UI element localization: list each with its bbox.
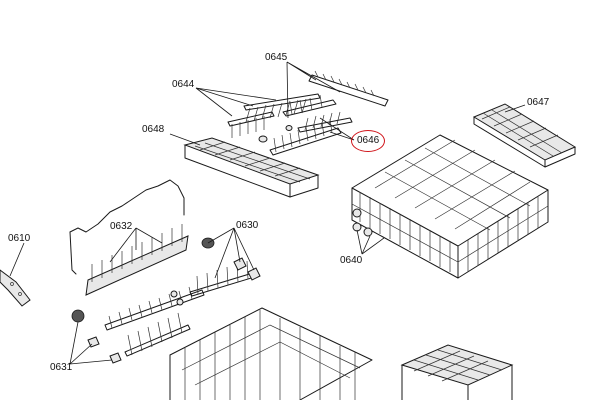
- part-0648-drawing[interactable]: [183, 137, 320, 198]
- callout-0647[interactable]: 0647: [527, 97, 550, 108]
- callout-0632[interactable]: 0632: [110, 221, 133, 232]
- selected-part-highlight: [351, 130, 385, 152]
- callout-0630[interactable]: 0630: [236, 220, 259, 231]
- part-0640-drawing[interactable]: [351, 134, 549, 279]
- part-0631-drawing[interactable]: [71, 309, 122, 364]
- part-0610-drawing[interactable]: [0, 269, 31, 307]
- part-0644-drawing[interactable]: [227, 93, 337, 143]
- lower-basket-drawing: [169, 307, 373, 400]
- part-0645-drawing[interactable]: [308, 70, 389, 107]
- cutlery-basket-drawing: [400, 344, 514, 400]
- callout-0610[interactable]: 0610: [8, 233, 31, 244]
- part-0647-drawing[interactable]: [472, 103, 577, 168]
- callout-0648[interactable]: 0648: [142, 124, 165, 135]
- leader-lines: [9, 61, 526, 365]
- part-0630-drawing[interactable]: [104, 237, 261, 357]
- callout-0645[interactable]: 0645: [265, 52, 288, 63]
- callout-0631[interactable]: 0631: [50, 362, 73, 373]
- part-0632-drawing[interactable]: [69, 179, 189, 296]
- callout-0644[interactable]: 0644: [172, 79, 195, 90]
- callout-0640[interactable]: 0640: [340, 255, 363, 266]
- part-0646-drawing[interactable]: [269, 111, 353, 156]
